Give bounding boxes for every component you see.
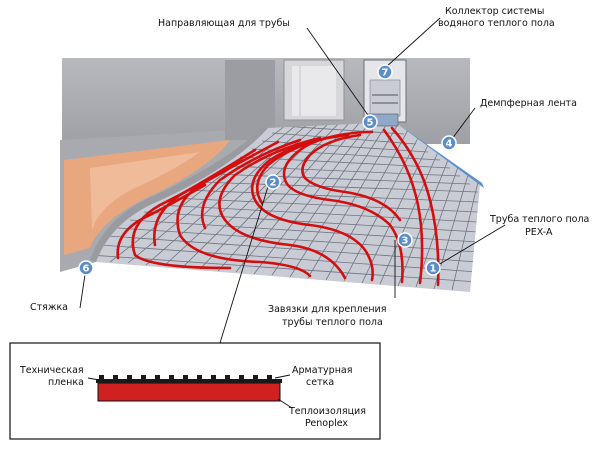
screed-edge [90,128,268,262]
insulation-layer [97,382,281,402]
technical-film [96,379,282,383]
label-collector-1: Коллектор системы [445,6,544,17]
svg-text:2: 2 [270,178,277,189]
label-ties-2: трубы теплого пола [282,317,383,328]
svg-text:4: 4 [446,139,453,150]
label-pipe-2: PEX-A [525,227,553,238]
label-mesh-1: Арматурная [292,365,352,376]
marker-2: 2 [265,174,281,190]
marker-1: 1 [425,260,441,276]
label-damper: Демпферная лента [480,98,577,109]
marker-4: 4 [441,135,457,151]
wall-pillar [225,60,275,140]
label-tech-film-2: пленка [48,377,84,388]
label-insulation-1: Теплоизоляция [288,406,366,417]
label-tech-film-1: Техническая [19,365,84,376]
rebar-mesh [99,375,272,379]
svg-text:7: 7 [382,68,389,79]
collector-inner [369,79,401,117]
label-mesh-2: сетка [306,377,334,388]
marker-5: 5 [362,114,378,130]
svg-text:6: 6 [83,264,90,275]
door-inner [292,66,336,116]
marker-7: 7 [377,64,393,80]
label-insulation-2: Penoplex [305,418,348,429]
label-pipe-guide: Направляющая для трубы [158,18,290,29]
label-collector-2: водяного теплого пола [438,18,555,29]
svg-text:3: 3 [402,236,409,247]
label-pipe-1: Труба теплого пола [489,214,589,225]
marker-3: 3 [397,232,413,248]
marker-6: 6 [78,260,94,276]
label-screed: Стяжка [30,302,68,313]
svg-text:1: 1 [430,264,437,275]
section-leaders [87,374,293,409]
svg-text:5: 5 [367,118,374,129]
heating-pipes [116,126,440,287]
screed-orange-highlight [90,152,200,230]
label-ties-1: Завязки для крепления [268,304,386,315]
